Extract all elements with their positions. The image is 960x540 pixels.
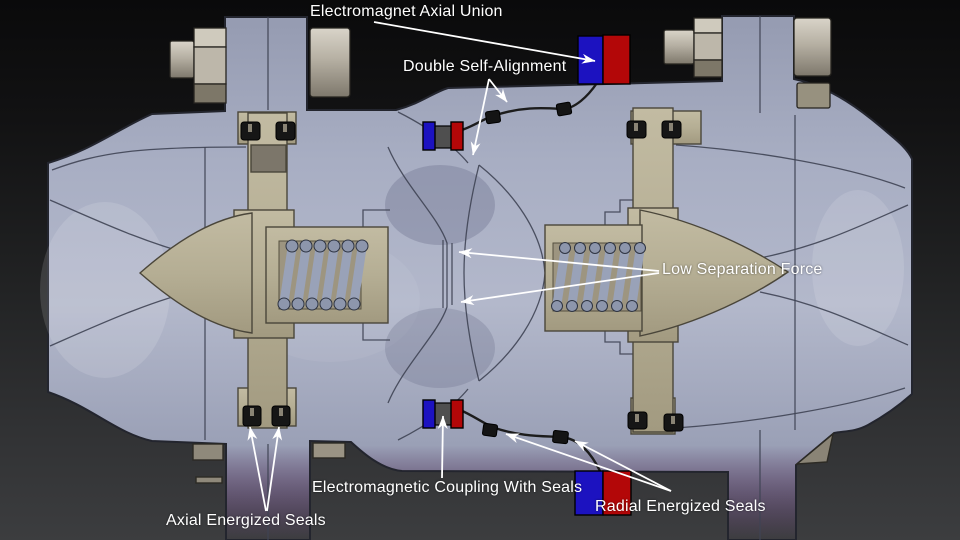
left-stem-collar [250, 144, 287, 173]
arrow-radial-1 [505, 433, 672, 492]
energized-seals [240, 120, 684, 432]
right-poppet-cone [639, 209, 790, 337]
axial-seal [271, 405, 291, 427]
top-coupling-magnet-pair [422, 121, 464, 151]
label-low-separation-force: Low Separation Force [662, 261, 823, 278]
right-boss-cylinder-lower [796, 82, 831, 109]
left-port-tab [192, 443, 224, 461]
right-hex-bolt [663, 17, 723, 78]
center-port-tab [312, 442, 346, 459]
label-electromagnetic-coupling: Electromagnetic Coupling With Seals [312, 479, 583, 496]
arrow-self-align-2 [470, 78, 490, 156]
label-double-self-alignment: Double Self-Alignment [403, 58, 567, 75]
top-seal-clamp [484, 109, 502, 125]
axial-seal [626, 120, 647, 139]
axial-seal [627, 411, 648, 430]
arrow-low-force-1 [458, 248, 660, 272]
bottom-seal-clamp [481, 422, 499, 438]
right-chamfer-face [794, 432, 835, 465]
top-seal-line [455, 82, 598, 134]
left-boss-cylinder [309, 27, 351, 98]
arrow-axial-seal-1 [247, 426, 267, 512]
axial-seal [661, 120, 682, 139]
axial-seal [242, 405, 262, 427]
axial-seal [663, 413, 684, 432]
right-boss-cylinder [793, 17, 832, 77]
label-axial-energized-seals: Axial Energized Seals [166, 512, 326, 529]
bottom-seal-clamp [552, 429, 569, 445]
axial-seal [240, 121, 261, 141]
top-seal-clamp [555, 101, 573, 117]
left-spring [277, 239, 369, 311]
left-poppet-cone [138, 212, 253, 334]
arrow-low-force-2 [460, 272, 660, 306]
arrow-axial-seal-2 [266, 426, 283, 512]
arrow-self-align-1 [488, 78, 508, 103]
arrow-radial-2 [574, 440, 672, 492]
label-electromagnet-axial-union: Electromagnet Axial Union [310, 3, 503, 20]
label-radial-energized-seals: Radial Energized Seals [595, 498, 766, 515]
seal-lines [455, 82, 602, 472]
left-hex-bolt [169, 27, 227, 104]
axial-seal [275, 121, 296, 141]
arrow-axial-union [373, 21, 596, 64]
left-port-tab-small [195, 476, 223, 484]
magnets [422, 34, 632, 516]
right-spring [551, 242, 646, 312]
arrow-coupling [437, 415, 448, 479]
annotation-arrows [247, 21, 672, 512]
fasteners [169, 17, 832, 109]
bottom-electromagnet-pair [574, 470, 632, 516]
